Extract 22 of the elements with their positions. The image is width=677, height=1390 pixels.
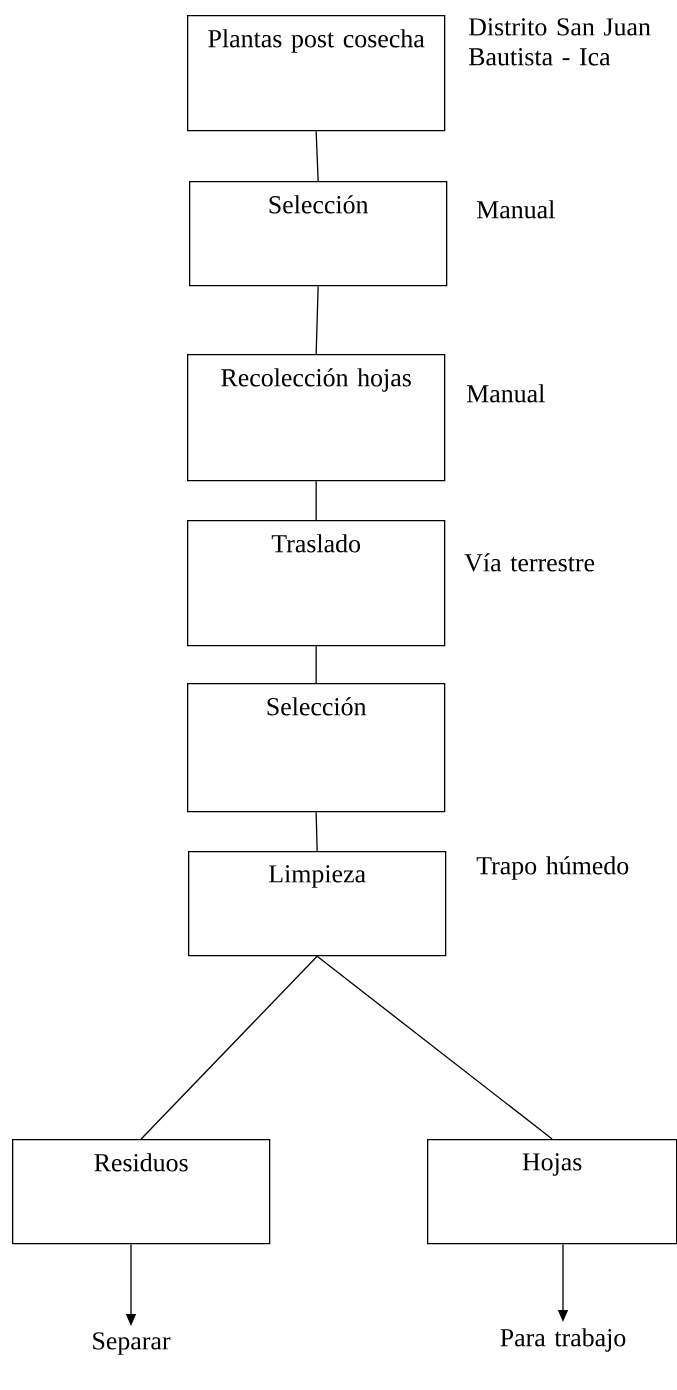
connector-line	[315, 285, 319, 355]
connector-line	[315, 645, 317, 684]
connector-line	[316, 955, 553, 1140]
process-box: Hojas	[427, 1139, 677, 1245]
process-box: Limpieza	[188, 851, 447, 957]
process-box: Selección	[187, 683, 446, 813]
step-note: Manual	[466, 384, 545, 403]
process-box: Plantas post cosecha	[187, 15, 446, 132]
outcome-text: Para trabajo	[500, 1328, 626, 1352]
outcome-text: Separar	[93, 1332, 171, 1355]
process-box: Traslado	[187, 520, 446, 647]
connector-line	[140, 955, 318, 1140]
step-note: Vía terrestre	[464, 553, 595, 572]
process-box: Residuos	[12, 1139, 271, 1245]
connector-line	[315, 130, 319, 182]
process-box: Selección	[189, 181, 448, 287]
step-note: Distrito San Juan Bautista - Ica	[468, 18, 651, 66]
step-note: Trapo húmedo	[476, 856, 629, 880]
process-box: Recolección hojas	[187, 354, 446, 482]
step-note: Manual	[476, 200, 555, 219]
connector-line	[315, 811, 318, 852]
connector-line	[315, 480, 317, 521]
